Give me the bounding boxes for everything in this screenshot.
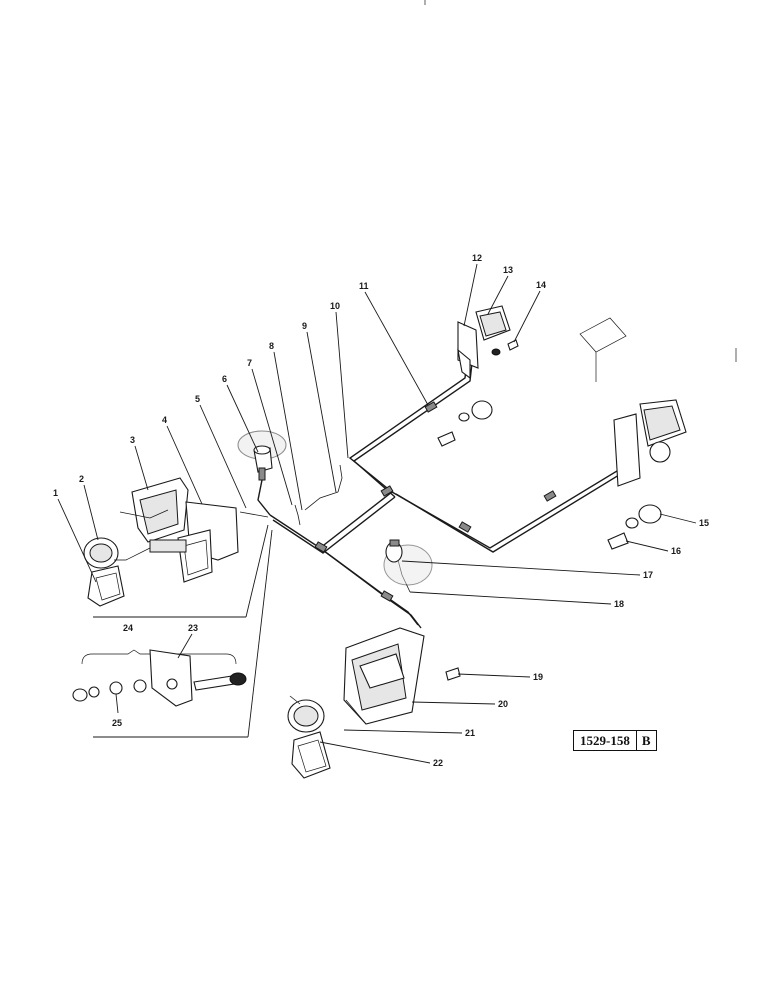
callout-18: 18 — [614, 599, 624, 609]
lower-work-lamp — [287, 627, 461, 779]
callout-1: 1 — [53, 488, 58, 498]
callout-24: 24 — [123, 623, 133, 633]
right-lamp — [607, 399, 687, 550]
callout-19: 19 — [533, 672, 543, 682]
callout-22: 22 — [433, 758, 443, 768]
callout-8: 8 — [269, 341, 274, 351]
callout-6: 6 — [222, 374, 227, 384]
drawing-number: 1529-158 — [574, 731, 637, 750]
connector-kit-inset — [72, 524, 273, 738]
callout-17: 17 — [643, 570, 653, 580]
callout-14: 14 — [536, 280, 546, 290]
callout-20: 20 — [498, 699, 508, 709]
light-switch — [237, 430, 287, 481]
callout-2: 2 — [79, 474, 84, 484]
callout-5: 5 — [195, 394, 200, 404]
callout-23: 23 — [188, 623, 198, 633]
revision-letter: B — [641, 733, 651, 748]
callout-labels: 1 2 3 4 5 6 7 8 9 10 11 12 13 14 15 16 1… — [53, 253, 709, 768]
inset-marker — [579, 317, 737, 382]
callout-25: 25 — [112, 718, 122, 728]
flasher-unit — [383, 539, 433, 586]
callout-7: 7 — [247, 358, 252, 368]
leader-lines — [57, 263, 697, 764]
upper-right-lamp — [437, 305, 519, 447]
callout-16: 16 — [671, 546, 681, 556]
callout-4: 4 — [162, 415, 167, 425]
callout-13: 13 — [503, 265, 513, 275]
left-work-lamp — [83, 477, 239, 607]
drawing-reference-box: 1529-158 B — [573, 730, 657, 751]
harness-clips — [314, 401, 557, 602]
wiring-harness — [239, 351, 639, 629]
callout-21: 21 — [465, 728, 475, 738]
callout-10: 10 — [330, 301, 340, 311]
callout-15: 15 — [699, 518, 709, 528]
callout-3: 3 — [130, 435, 135, 445]
callout-12: 12 — [472, 253, 482, 263]
callout-9: 9 — [302, 321, 307, 331]
callout-11: 11 — [359, 281, 369, 291]
